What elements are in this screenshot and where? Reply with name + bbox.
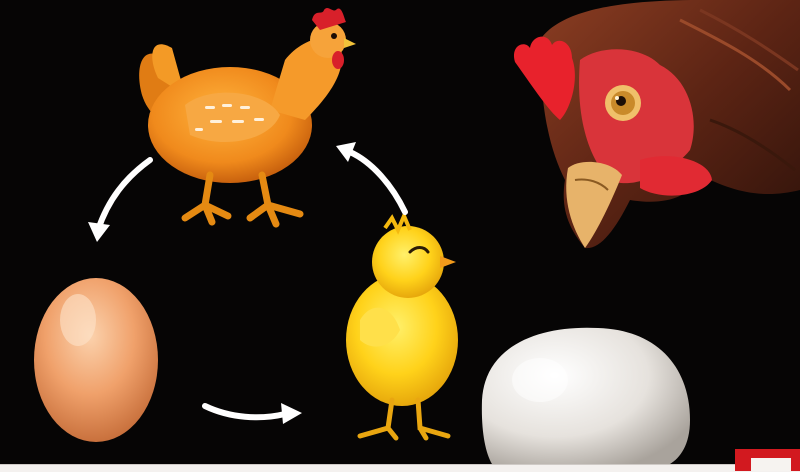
corner-badge xyxy=(735,449,800,471)
hen-head-photo xyxy=(514,0,800,248)
hen-illustration xyxy=(139,8,356,224)
corner-badge-inner xyxy=(751,458,791,471)
chick-illustration xyxy=(346,216,458,438)
arrow-hen-to-egg xyxy=(88,160,150,242)
white-egg-photo xyxy=(482,328,690,464)
arrow-egg-to-chick xyxy=(205,403,302,424)
arrow-chick-to-hen xyxy=(336,142,405,212)
egg-illustration xyxy=(34,278,158,442)
